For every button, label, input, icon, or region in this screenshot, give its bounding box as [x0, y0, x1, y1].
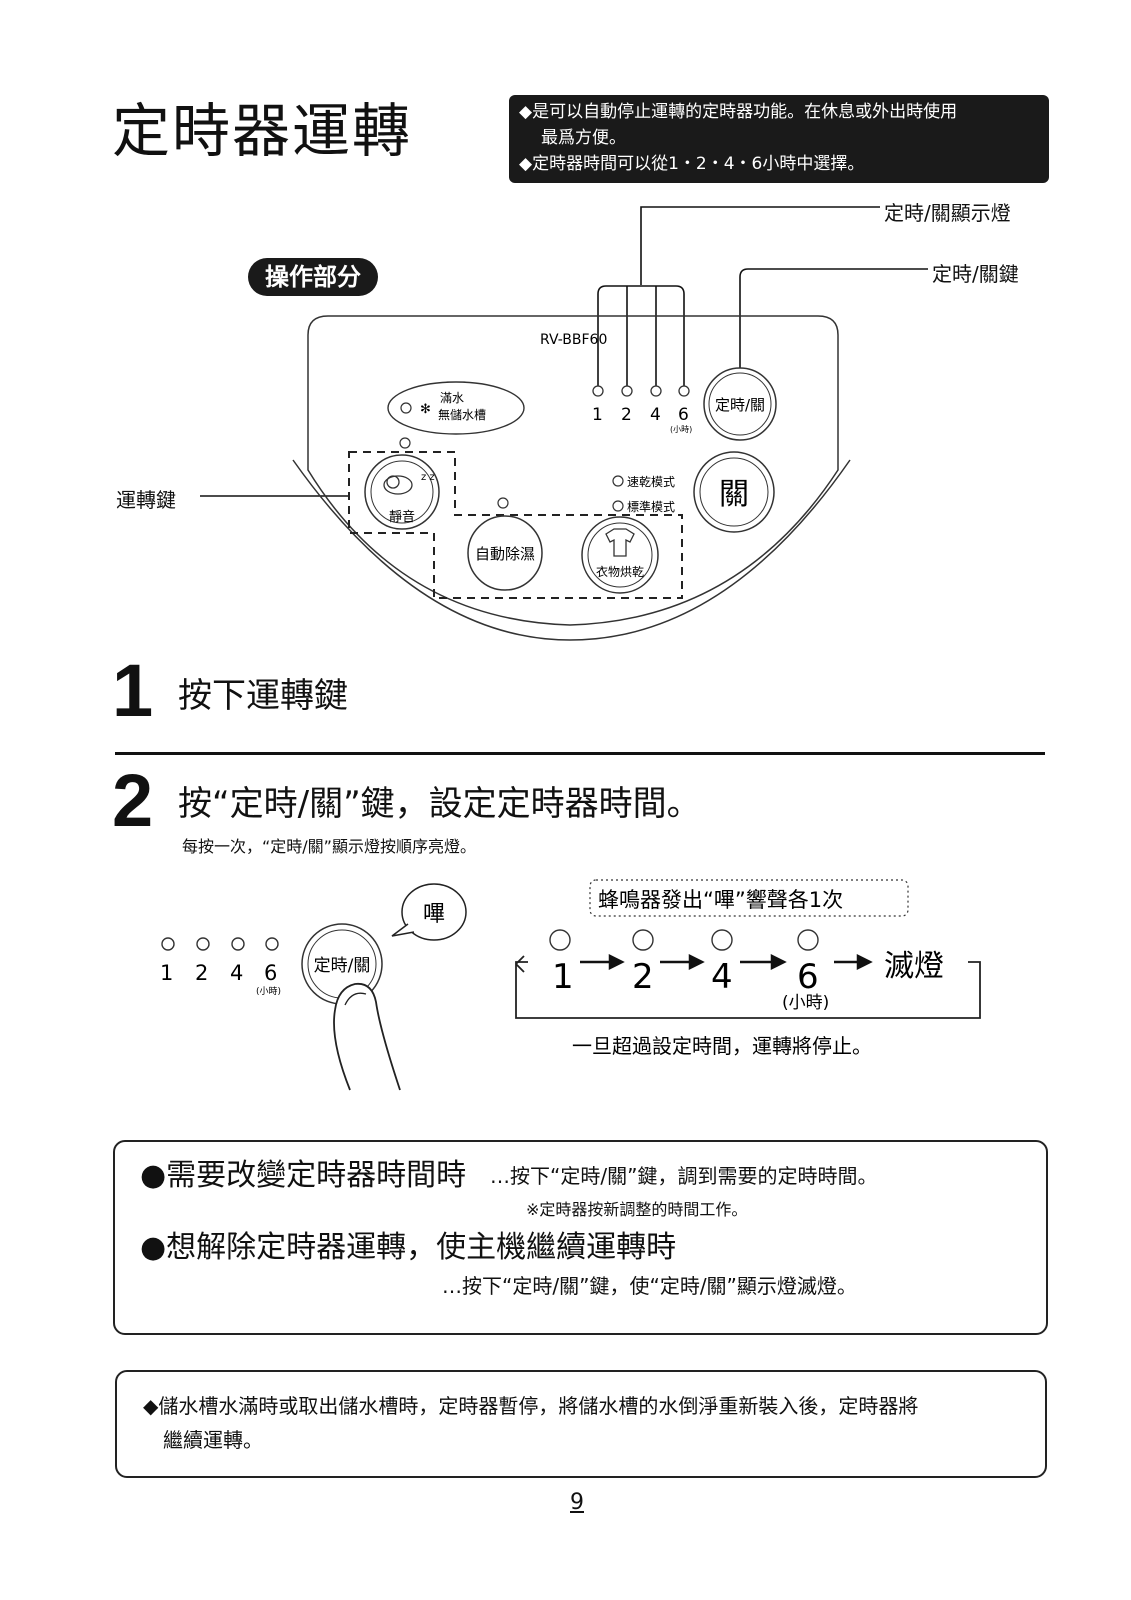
seq-number: 1: [552, 957, 574, 997]
tank-label-notank: 無儲水槽: [438, 407, 486, 422]
box1-heading-2: ●想解除定時器運轉，使主機繼續運轉時: [140, 1230, 677, 1265]
seq-light-4: [711, 929, 733, 951]
timer-number: 2: [621, 405, 632, 425]
seq-number: 6: [797, 957, 819, 997]
control-panel-diagram: RV-BBF60 ✻ 滿水 無儲水槽 1 2 4 6 (小時) 定時/關 關 速…: [200, 206, 928, 641]
timer-number: 2: [195, 961, 208, 985]
step-number: 2: [112, 759, 154, 842]
run-key-label: 運轉鍵: [116, 488, 176, 512]
timer-light-4: [231, 937, 245, 951]
timer-light-1: [161, 937, 175, 951]
box1-tail-2: …按下“定時/關”鍵，使“定時/關”顯示燈滅燈。: [442, 1274, 857, 1298]
timer-light-4: [650, 385, 662, 397]
timer-sequence-diagram: 1 2 4 6 (小時) 定時/關 嗶 蜂鳴器發出“嗶”響聲各1次 1 2 4 …: [160, 879, 981, 1091]
section-pill: 操作部分: [248, 258, 378, 296]
step-text: 按“定時/關”鍵，設定定時器時間。: [178, 784, 701, 824]
page-number: 9: [570, 1490, 584, 1515]
step-subtext: 每按一次，“定時/關”顯示燈按順序亮燈。: [182, 837, 476, 856]
divider: [115, 752, 1045, 755]
sleep-icon: [383, 475, 413, 495]
step-number: 1: [112, 649, 154, 732]
quiet-button-label: 靜音: [389, 509, 415, 525]
timer-number: 1: [160, 961, 173, 985]
box2-line: 繼續運轉。: [163, 1428, 263, 1452]
box1-tail-1: …按下“定時/關”鍵，調到需要的定時時間。: [490, 1164, 878, 1188]
beep-bubble: 嗶: [423, 902, 445, 927]
box2-line: ◆儲水槽水滿時或取出儲水槽時，定時器暫停，將儲水槽的水倒淨重新裝入後，定時器將: [143, 1394, 919, 1418]
off-button-label: 關: [719, 477, 749, 512]
intro-note-line: ◆是可以自動停止運轉的定時器功能。在休息或外出時使用: [519, 102, 958, 122]
auto-dehumid-button-label: 自動除濕: [475, 545, 535, 563]
intro-note-box: ◆是可以自動停止運轉的定時器功能。在休息或外出時使用 最爲方便。 ◆定時器時間可…: [509, 95, 1049, 183]
tank-indicator-light: [400, 402, 412, 414]
timer-number: 6: [678, 405, 689, 425]
timer-light-2: [196, 937, 210, 951]
info-box-timer-change: [113, 1140, 1048, 1335]
callout-timer-indicator: 定時/關顯示燈: [884, 201, 1011, 225]
laundry-dry-button[interactable]: 衣物烘乾: [581, 516, 659, 594]
timer-number: 6: [264, 961, 277, 985]
seq-light-2: [632, 929, 654, 951]
intro-note-line: ◆定時器時間可以從1・2・4・6小時中選擇。: [519, 154, 865, 174]
timer-number: 1: [592, 405, 603, 425]
page-title: 定時器運轉: [112, 97, 413, 165]
arrow-icon: [580, 953, 873, 971]
panel-model: RV-BBF60: [540, 332, 607, 348]
timer-number: 4: [230, 961, 243, 985]
timer-number: 4: [650, 405, 661, 425]
seq-light-1: [549, 929, 571, 951]
end-label: 滅燈: [884, 949, 944, 984]
timer-off-button[interactable]: 定時/關: [703, 367, 777, 441]
hours-unit: (小時): [670, 425, 692, 434]
intro-note-line: 最爲方便。: [541, 128, 626, 148]
diagram-caption: 一旦超過設定時間，運轉將停止。: [572, 1034, 872, 1058]
timer-light-2: [621, 385, 633, 397]
mode-standard-light: [612, 500, 624, 512]
seq-number: 4: [711, 957, 733, 997]
finger-icon: [333, 982, 401, 1091]
sparkle-icon: ✻: [420, 402, 431, 417]
box1-note: ※定時器按新調整的時間工作。: [526, 1200, 748, 1219]
hours-unit: (小時): [256, 986, 281, 997]
off-button[interactable]: 關: [693, 451, 775, 533]
tank-label-full: 滿水: [440, 391, 464, 405]
timer-light-6: [265, 937, 279, 951]
seq-light-6: [797, 929, 819, 951]
beep-note: 蜂鳴器發出“嗶”響聲各1次: [598, 888, 843, 912]
quiet-button[interactable]: z z 靜音: [364, 454, 440, 530]
timer-off-button-label: 定時/關: [715, 396, 765, 414]
timer-off-button-label: 定時/關: [314, 956, 371, 976]
mode-fast-label: 速乾模式: [627, 475, 675, 489]
shirt-icon: [605, 528, 635, 557]
info-box-tank-pause: [115, 1370, 1047, 1478]
timer-light-6: [678, 385, 690, 397]
hours-unit: (小時): [782, 993, 829, 1013]
step-text: 按下運轉鍵: [178, 676, 348, 716]
seq-number: 2: [632, 957, 654, 997]
zzz-icon: z z: [421, 472, 435, 483]
auto-dehumid-button[interactable]: 自動除濕: [467, 515, 543, 591]
timer-light-1: [592, 385, 604, 397]
laundry-dry-button-label: 衣物烘乾: [596, 564, 644, 579]
mode-standard-label: 標準模式: [627, 499, 675, 514]
mode-fast-light: [612, 475, 624, 487]
callout-timer-key: 定時/關鍵: [932, 262, 1019, 286]
box1-heading-1: ●需要改變定時器時間時: [140, 1158, 467, 1193]
auto-dehumid-light: [497, 497, 509, 509]
quiet-light: [399, 437, 411, 449]
